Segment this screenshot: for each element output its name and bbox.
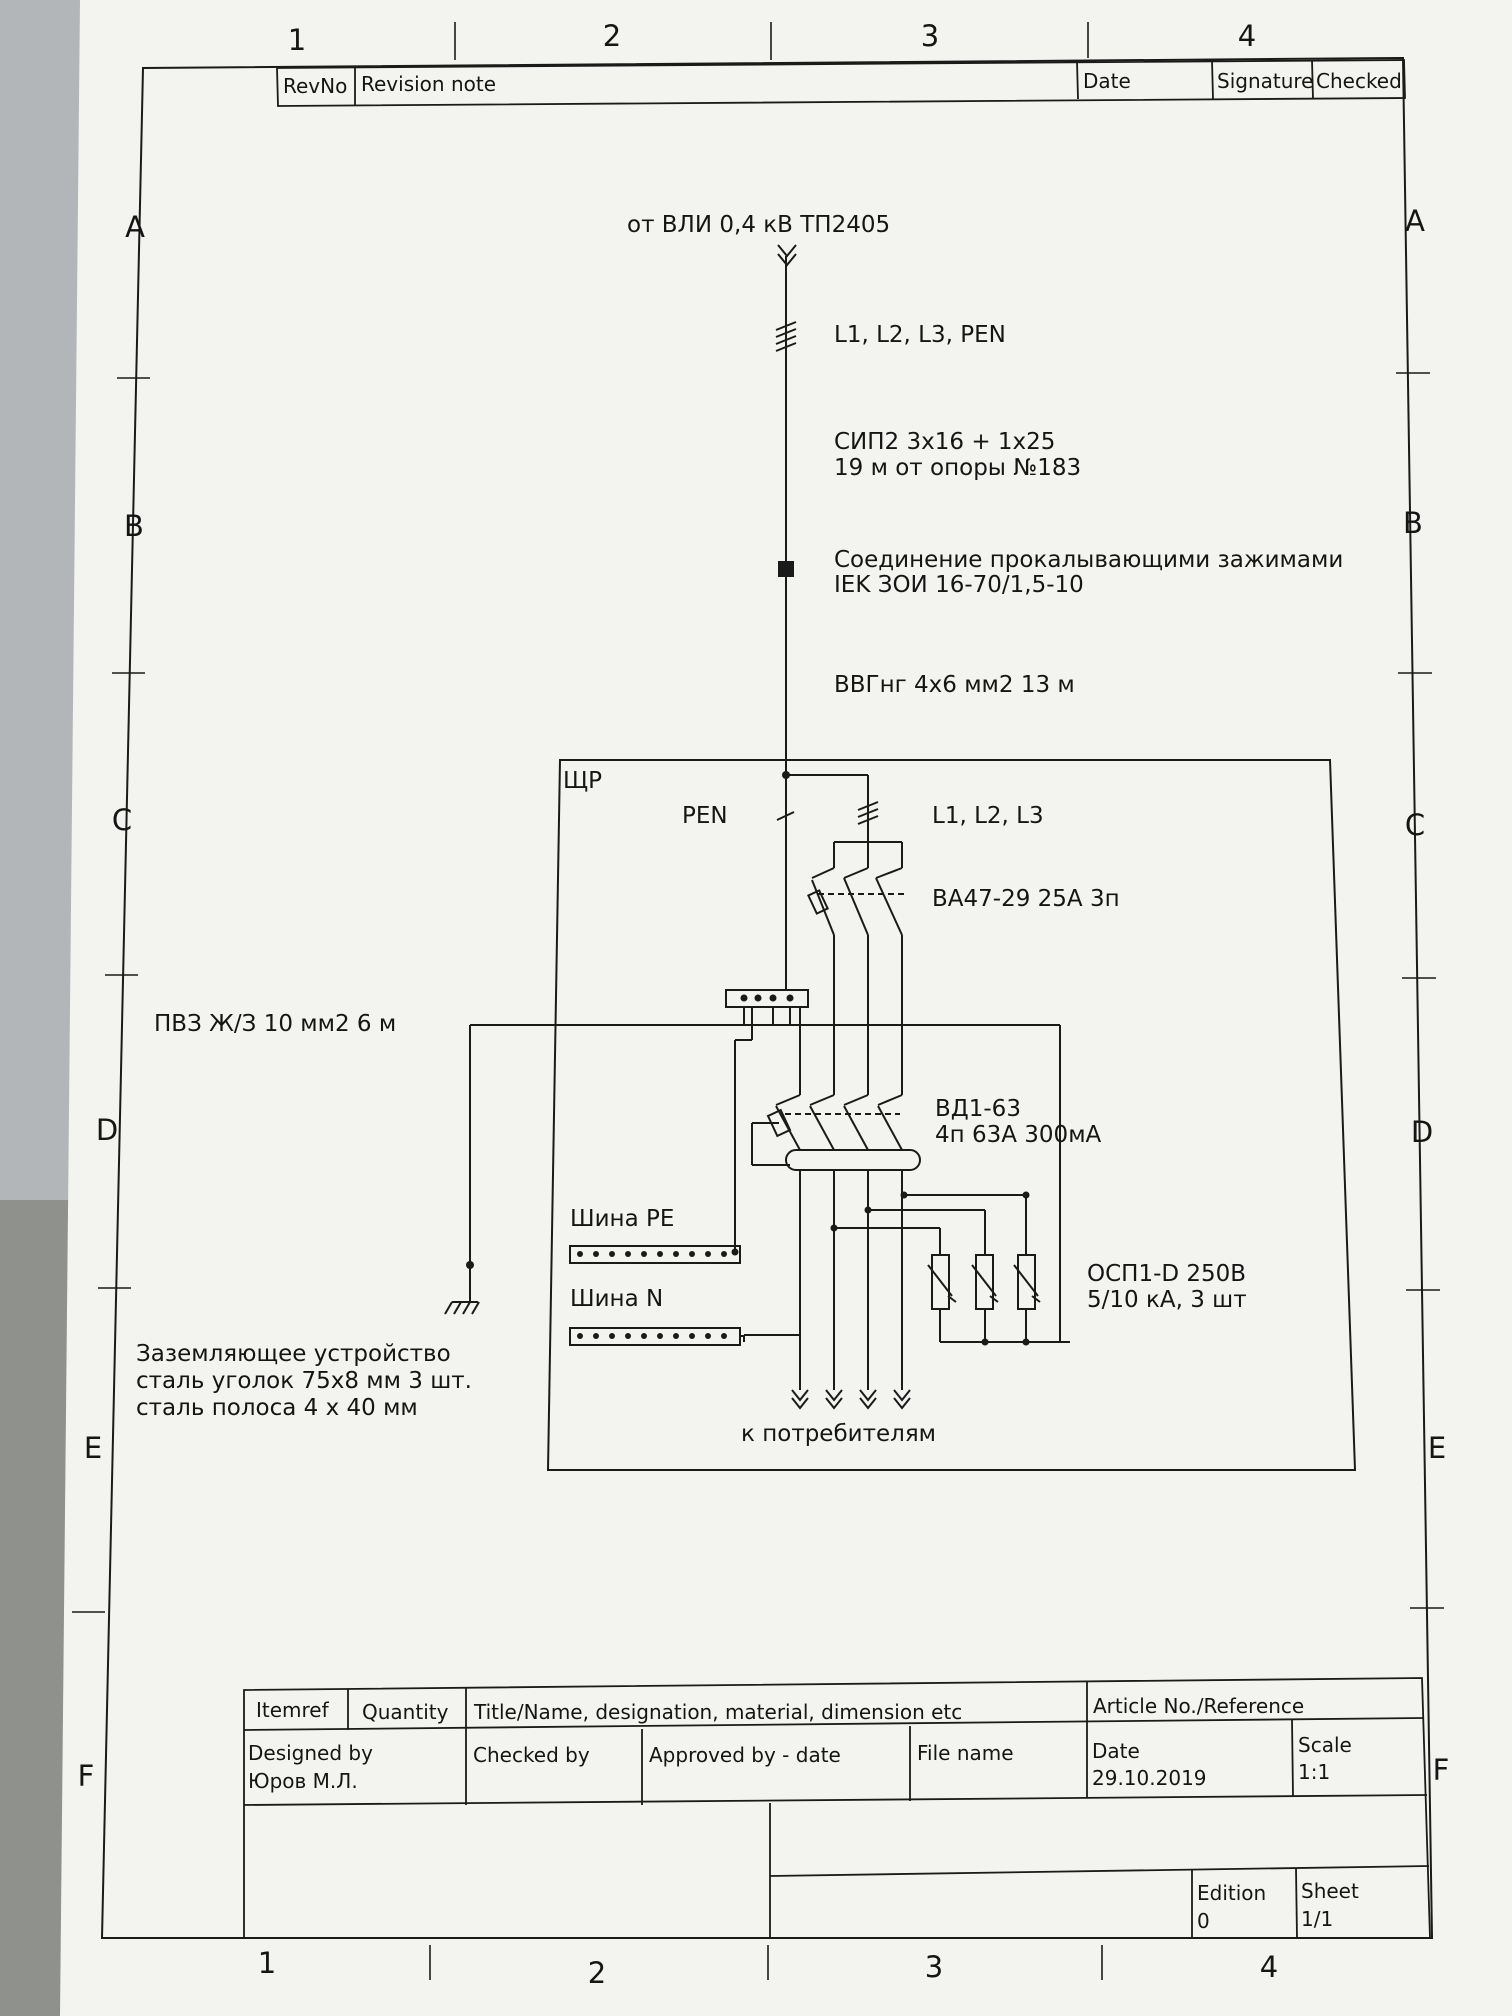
file-name-label: File name	[917, 1741, 1014, 1765]
column-label-top-2: 2	[603, 19, 621, 53]
edition-label: Edition	[1197, 1881, 1266, 1905]
scale-label: Scale	[1298, 1733, 1352, 1757]
source-label: от ВЛИ 0,4 кВ ТП2405	[627, 212, 890, 238]
column-label-top-4: 4	[1238, 19, 1256, 53]
designer-name: Юров М.Л.	[248, 1769, 358, 1793]
consumers-label: к потребителям	[741, 1421, 936, 1447]
designed-by-label: Designed by	[248, 1741, 373, 1765]
column-label-bottom-3: 3	[925, 1950, 943, 1984]
cable2-label: ВВГнг 4х6 мм2 13 м	[834, 672, 1075, 698]
row-label-right-a: A	[1405, 204, 1425, 238]
column-label-bottom-1: 1	[258, 1946, 276, 1980]
row-label-right-f: F	[1433, 1753, 1450, 1787]
checked-by-label: Checked by	[473, 1743, 590, 1767]
grid-ticks	[72, 22, 1444, 1980]
column-label-top-1: 1	[288, 23, 306, 57]
schematic-labels: от ВЛИ 0,4 кВ ТП2405 L1, L2, L3, PEN СИП…	[136, 212, 1343, 1447]
rcd-label-line2: 4п 63А 300мА	[935, 1122, 1102, 1148]
article-header: Article No./Reference	[1093, 1694, 1304, 1718]
title-block: Itemref Quantity Title/Name, designation…	[243, 1677, 1431, 1939]
spd-label-line2: 5/10 кА, 3 шт	[1087, 1287, 1247, 1313]
ground-cable-label: ПВЗ Ж/З 10 мм2 6 м	[154, 1011, 396, 1037]
row-label-right-c: C	[1405, 808, 1425, 842]
date-header: Date	[1083, 69, 1131, 93]
row-label-left-d: D	[96, 1113, 118, 1147]
grid-labels: 1 2 3 4 1 2 3 4 A B C D E F A B C D E F	[78, 19, 1450, 1990]
row-label-left-f: F	[78, 1759, 95, 1793]
approved-by-label: Approved by - date	[649, 1743, 841, 1767]
scale-value: 1:1	[1298, 1760, 1330, 1784]
spd-label-line1: ОСП1-D 250В	[1087, 1261, 1246, 1287]
row-label-left-c: C	[112, 803, 132, 837]
itemref-header: Itemref	[256, 1698, 330, 1722]
column-label-top-3: 3	[921, 19, 939, 53]
edition-value: 0	[1197, 1909, 1210, 1933]
cable1-label-line2: 19 м от опоры №183	[834, 455, 1081, 481]
pen-label: PEN	[682, 803, 728, 829]
schematic-lines	[444, 244, 1357, 1471]
row-label-right-d: D	[1411, 1115, 1433, 1149]
joint-label-line1: Соединение прокалывающими зажимами	[834, 547, 1343, 573]
schematic-dots	[466, 561, 1030, 1346]
quantity-header: Quantity	[362, 1700, 449, 1724]
ground-device-line1: Заземляющее устройство	[136, 1341, 451, 1367]
breaker-label: ВА47-29 25А 3п	[932, 886, 1120, 912]
joint-label-line2: IEK ЗОИ 16-70/1,5-10	[834, 572, 1084, 598]
line-phases-label: L1, L2, L3, PEN	[834, 322, 1006, 348]
panel-label: ЩР	[563, 768, 602, 794]
joint-marker	[778, 561, 794, 577]
row-label-left-a: A	[125, 210, 145, 244]
n-bus-label: Шина N	[570, 1286, 663, 1312]
row-label-left-e: E	[84, 1431, 102, 1465]
phases-label: L1, L2, L3	[932, 803, 1044, 829]
date-label: Date	[1092, 1739, 1140, 1763]
column-label-bottom-2: 2	[588, 1956, 606, 1990]
sheet-label: Sheet	[1301, 1879, 1359, 1903]
title-name-header: Title/Name, designation, material, dimen…	[473, 1700, 962, 1724]
column-label-bottom-4: 4	[1260, 1950, 1278, 1984]
signature-header: Signature	[1217, 69, 1313, 93]
rcd-label-line1: ВД1-63	[935, 1096, 1021, 1122]
ground-device-line3: сталь полоса 4 х 40 мм	[136, 1395, 418, 1421]
checked-header: Checked	[1316, 69, 1402, 93]
pe-bus-label: Шина PE	[570, 1206, 674, 1232]
rev-no-header: RevNo	[283, 74, 347, 98]
sheet-value: 1/1	[1301, 1907, 1333, 1931]
drawing-frame	[100, 56, 1434, 1939]
cable1-label-line1: СИП2 3х16 + 1х25	[834, 429, 1055, 455]
row-label-right-b: B	[1403, 506, 1423, 540]
revision-table: RevNo Revision note Date Signature Check…	[276, 59, 1406, 107]
ground-device-line2: сталь уголок 75х8 мм 3 шт.	[136, 1368, 472, 1394]
row-label-left-b: B	[124, 509, 144, 543]
row-label-right-e: E	[1428, 1431, 1446, 1465]
date-value: 29.10.2019	[1092, 1766, 1207, 1790]
revision-note-header: Revision note	[361, 72, 496, 96]
